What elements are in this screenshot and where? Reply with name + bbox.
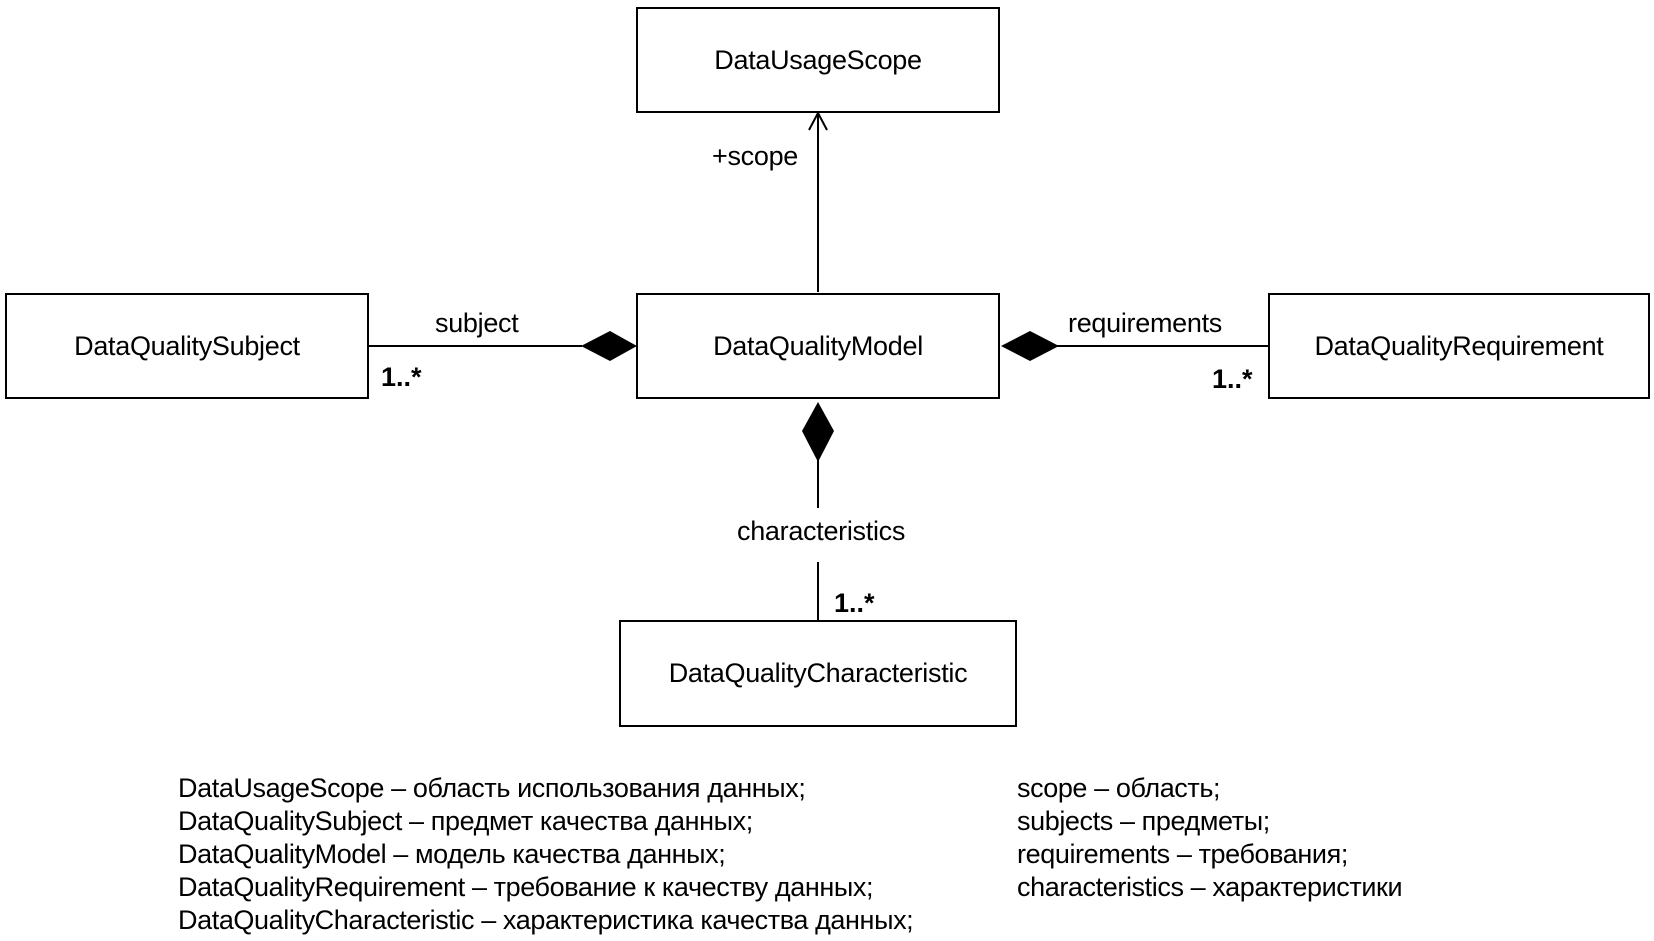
legend-item: DataQualityRequirement – требование к ка… [178, 872, 874, 902]
characteristics-multiplicity: 1..* [834, 588, 875, 618]
legend-item: DataQualityCharacteristic – характеристи… [178, 905, 914, 935]
role-characteristics-label: characteristics [737, 516, 906, 546]
class-name: DataQualityRequirement [1314, 330, 1604, 361]
legend-item: DataQualitySubject – предмет качества да… [178, 806, 753, 836]
class-data-quality-subject: DataQualitySubject [5, 293, 369, 399]
legend-item: characteristics – характеристики [1017, 872, 1403, 902]
class-data-quality-characteristic: DataQualityCharacteristic [619, 620, 1017, 727]
class-name: DataQualityCharacteristic [668, 658, 968, 688]
requirements-composition-diamond [1001, 331, 1059, 361]
class-name: DataUsageScope [714, 44, 922, 75]
role-scope-label: +scope [712, 141, 799, 171]
subject-multiplicity: 1..* [381, 362, 422, 392]
legend-left: DataUsageScope – область использования д… [178, 772, 914, 937]
role-requirements-label: requirements [1068, 308, 1222, 338]
legend-right: scope – область; subjects – предметы; re… [1017, 772, 1403, 904]
class-data-quality-requirement: DataQualityRequirement [1268, 293, 1650, 399]
requirements-multiplicity: 1..* [1212, 364, 1253, 394]
legend-item: scope – область; [1017, 773, 1221, 803]
class-data-usage-scope: DataUsageScope [636, 7, 1000, 113]
role-subject-label: subject [435, 308, 519, 338]
class-name: DataQualityModel [713, 330, 923, 361]
class-name: DataQualitySubject [74, 330, 300, 361]
legend-item: DataUsageScope – область использования д… [178, 773, 806, 803]
legend-item: DataQualityModel – модель качества данны… [178, 839, 726, 869]
class-data-quality-model: DataQualityModel [636, 293, 1000, 399]
legend-item: subjects – предметы; [1017, 806, 1270, 836]
subject-composition-diamond [581, 331, 637, 361]
scope-arrowhead [808, 110, 828, 131]
legend-item: requirements – требования; [1017, 839, 1348, 869]
characteristics-composition-diamond [802, 402, 834, 462]
